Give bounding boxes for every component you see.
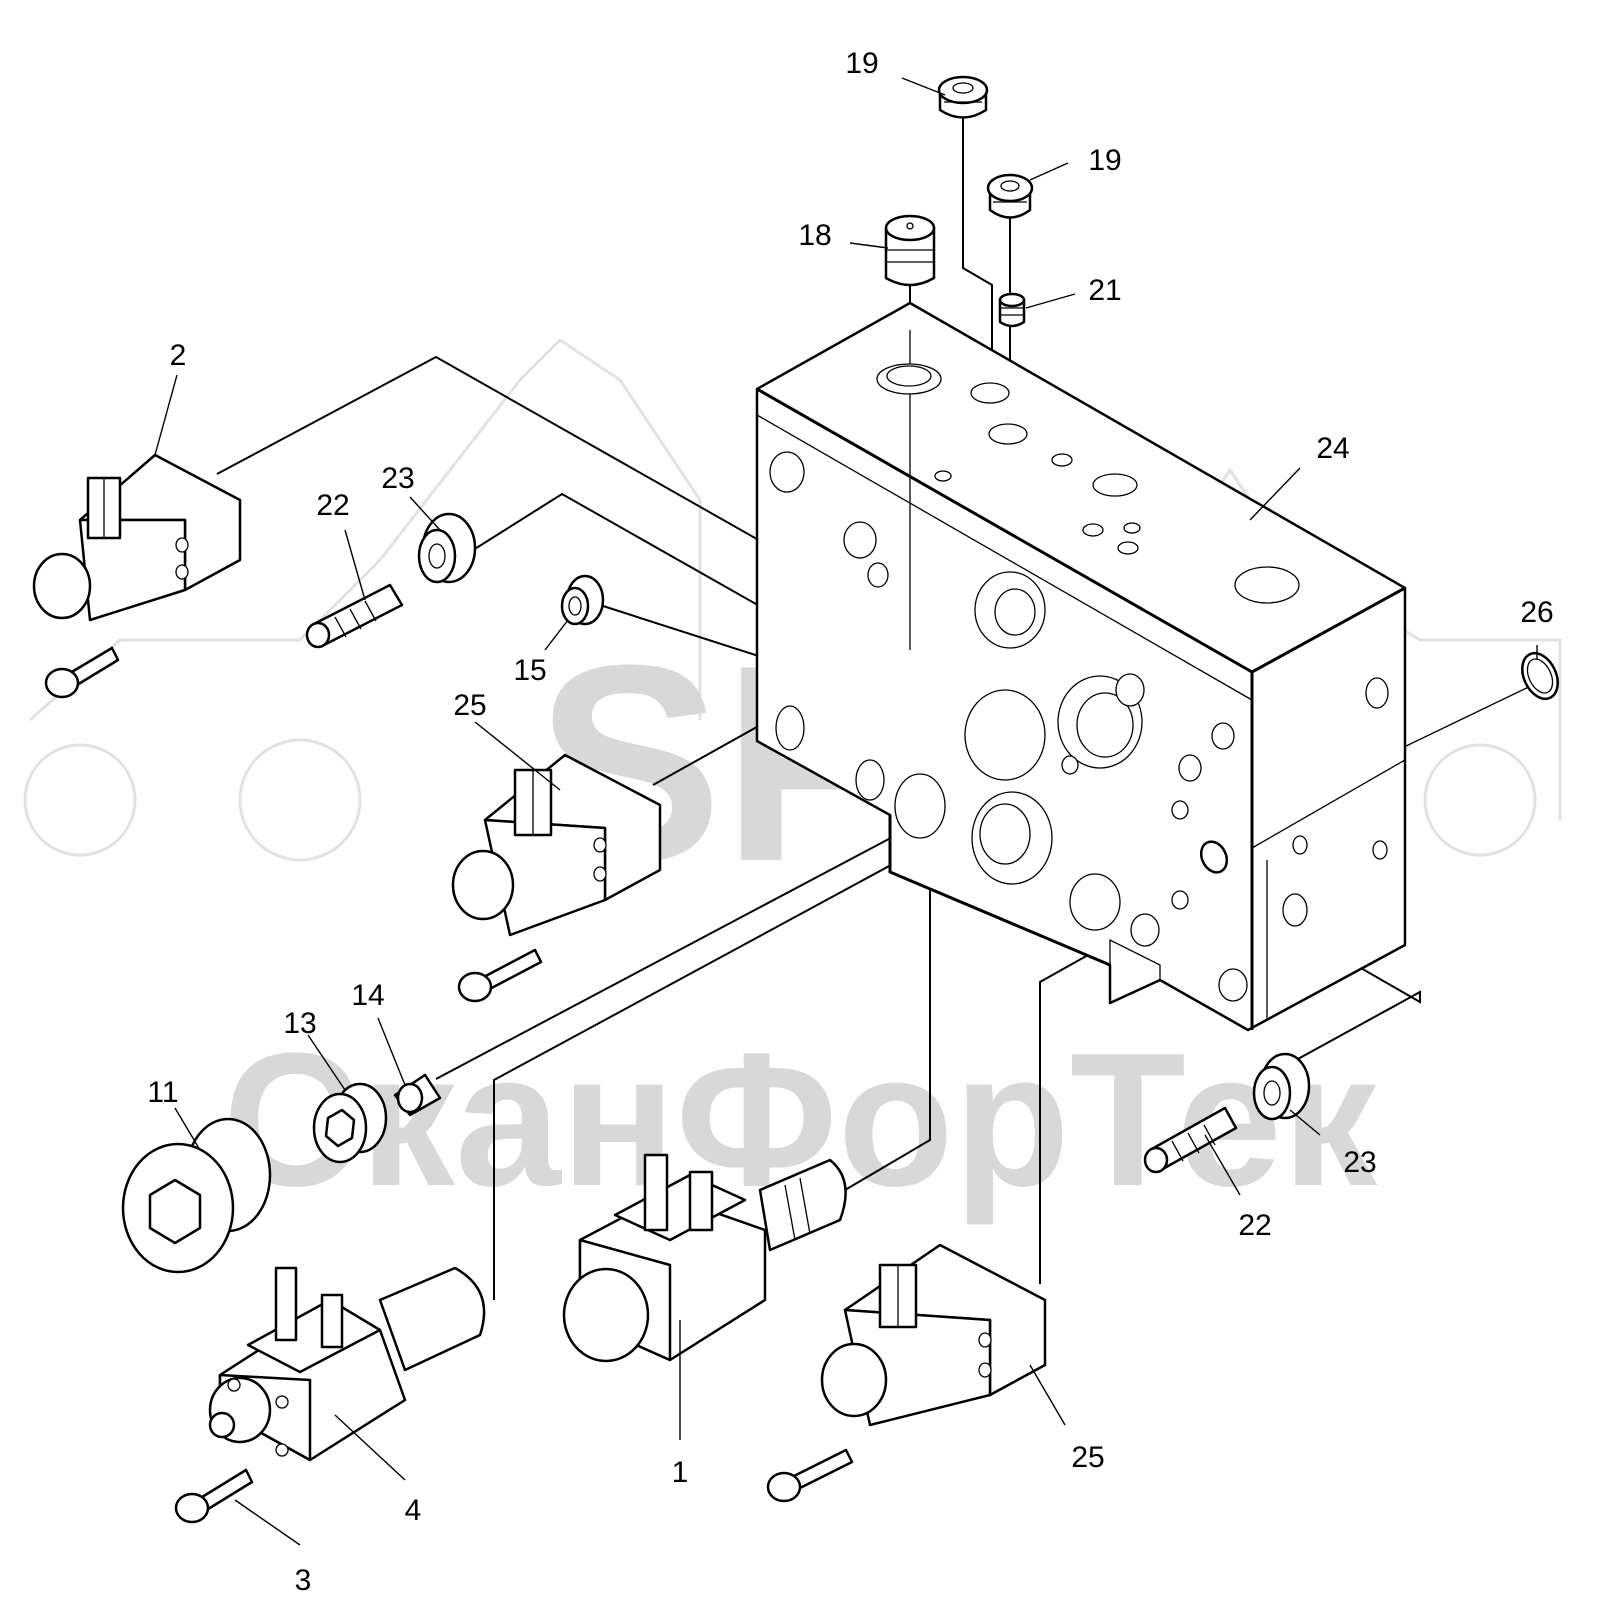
callout-25-lower: 25 <box>1071 1441 1104 1474</box>
part-22-stud-lower <box>1143 1106 1238 1174</box>
part-25-solenoid-coil-lower <box>820 1243 1047 1427</box>
callout-14: 14 <box>351 979 384 1012</box>
callout-19-upper: 19 <box>845 47 878 80</box>
part-1-solenoid-valve <box>562 1153 847 1363</box>
callout-19-lower: 19 <box>1088 144 1121 177</box>
part-3-bolt <box>174 1468 254 1524</box>
part-19-plug-upper <box>937 75 989 119</box>
part-26-o-ring <box>1199 651 1559 874</box>
part-11-plug <box>121 1117 272 1274</box>
part-24-valve-block <box>755 301 1407 1032</box>
part-23-nut-upper <box>417 512 477 584</box>
bolt-upper-left <box>44 646 120 699</box>
callout-leaders <box>154 77 1538 1546</box>
callout-3: 3 <box>295 1564 312 1597</box>
part-18-cartridge <box>884 214 936 287</box>
callout-11: 11 <box>147 1076 178 1109</box>
callout-22-upper: 22 <box>316 489 349 522</box>
callout-4: 4 <box>405 1494 422 1527</box>
part-13-plug <box>312 1082 388 1164</box>
callout-18: 18 <box>798 219 831 252</box>
part-22-stud-upper <box>305 583 404 649</box>
part-25-solenoid-coil-middle <box>451 753 662 937</box>
part-23-nut-lower <box>1252 1052 1311 1121</box>
bolt-middle <box>457 948 543 1003</box>
callout-23-upper: 23 <box>381 462 414 495</box>
callout-21: 21 <box>1088 274 1121 307</box>
callout-15: 15 <box>513 654 546 687</box>
callout-2: 2 <box>170 339 187 372</box>
part-15-plug <box>560 574 605 626</box>
callout-25-middle: 25 <box>453 689 486 722</box>
part-2-solenoid-coil <box>32 453 242 622</box>
callout-labels: 19 19 18 21 2 24 23 22 15 26 25 14 13 11… <box>147 47 1553 1597</box>
callout-22-lower: 22 <box>1238 1209 1271 1242</box>
part-19-plug-lower <box>986 173 1034 219</box>
callout-24: 24 <box>1316 432 1349 465</box>
callout-1: 1 <box>672 1456 689 1489</box>
callout-26: 26 <box>1520 596 1553 629</box>
callout-23-lower: 23 <box>1343 1146 1376 1179</box>
part-4-solenoid-valve <box>208 1266 486 1462</box>
callout-13: 13 <box>283 1007 316 1040</box>
bolt-lower-right <box>766 1448 854 1503</box>
part-21-set-screw <box>998 292 1026 328</box>
part-14-set-screw <box>393 1073 442 1117</box>
